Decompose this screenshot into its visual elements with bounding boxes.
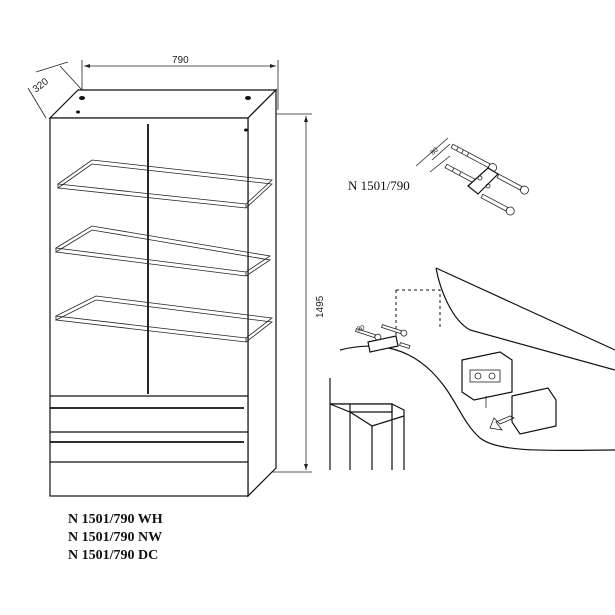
depth-dimension: 320	[31, 76, 51, 95]
glass-shelf-bottom	[54, 295, 274, 343]
bracket-spacing-label: 30	[356, 324, 366, 333]
cabinet	[48, 88, 278, 498]
fitting-code-label: N 1501/790	[348, 178, 410, 193]
variant-code: N 1501/790 WH	[68, 512, 163, 527]
fitting-spacing-label: 80	[429, 146, 440, 156]
fitting-kit-detail	[415, 137, 529, 216]
width-dimension: 790	[172, 55, 189, 66]
glass-shelf-top	[56, 159, 273, 209]
cabinet-corner-detail	[329, 378, 405, 470]
variant-list: N 1501/790 WH N 1501/790 NW N 1501/790 D…	[68, 512, 163, 563]
glass-shelf-middle	[54, 225, 272, 277]
variant-code: N 1501/790 NW	[68, 530, 162, 545]
dimension-lines	[27, 60, 312, 473]
variant-code: N 1501/790 DC	[68, 548, 158, 563]
wall-mounting-detail	[339, 267, 615, 452]
height-dimension: 1495	[315, 295, 326, 318]
